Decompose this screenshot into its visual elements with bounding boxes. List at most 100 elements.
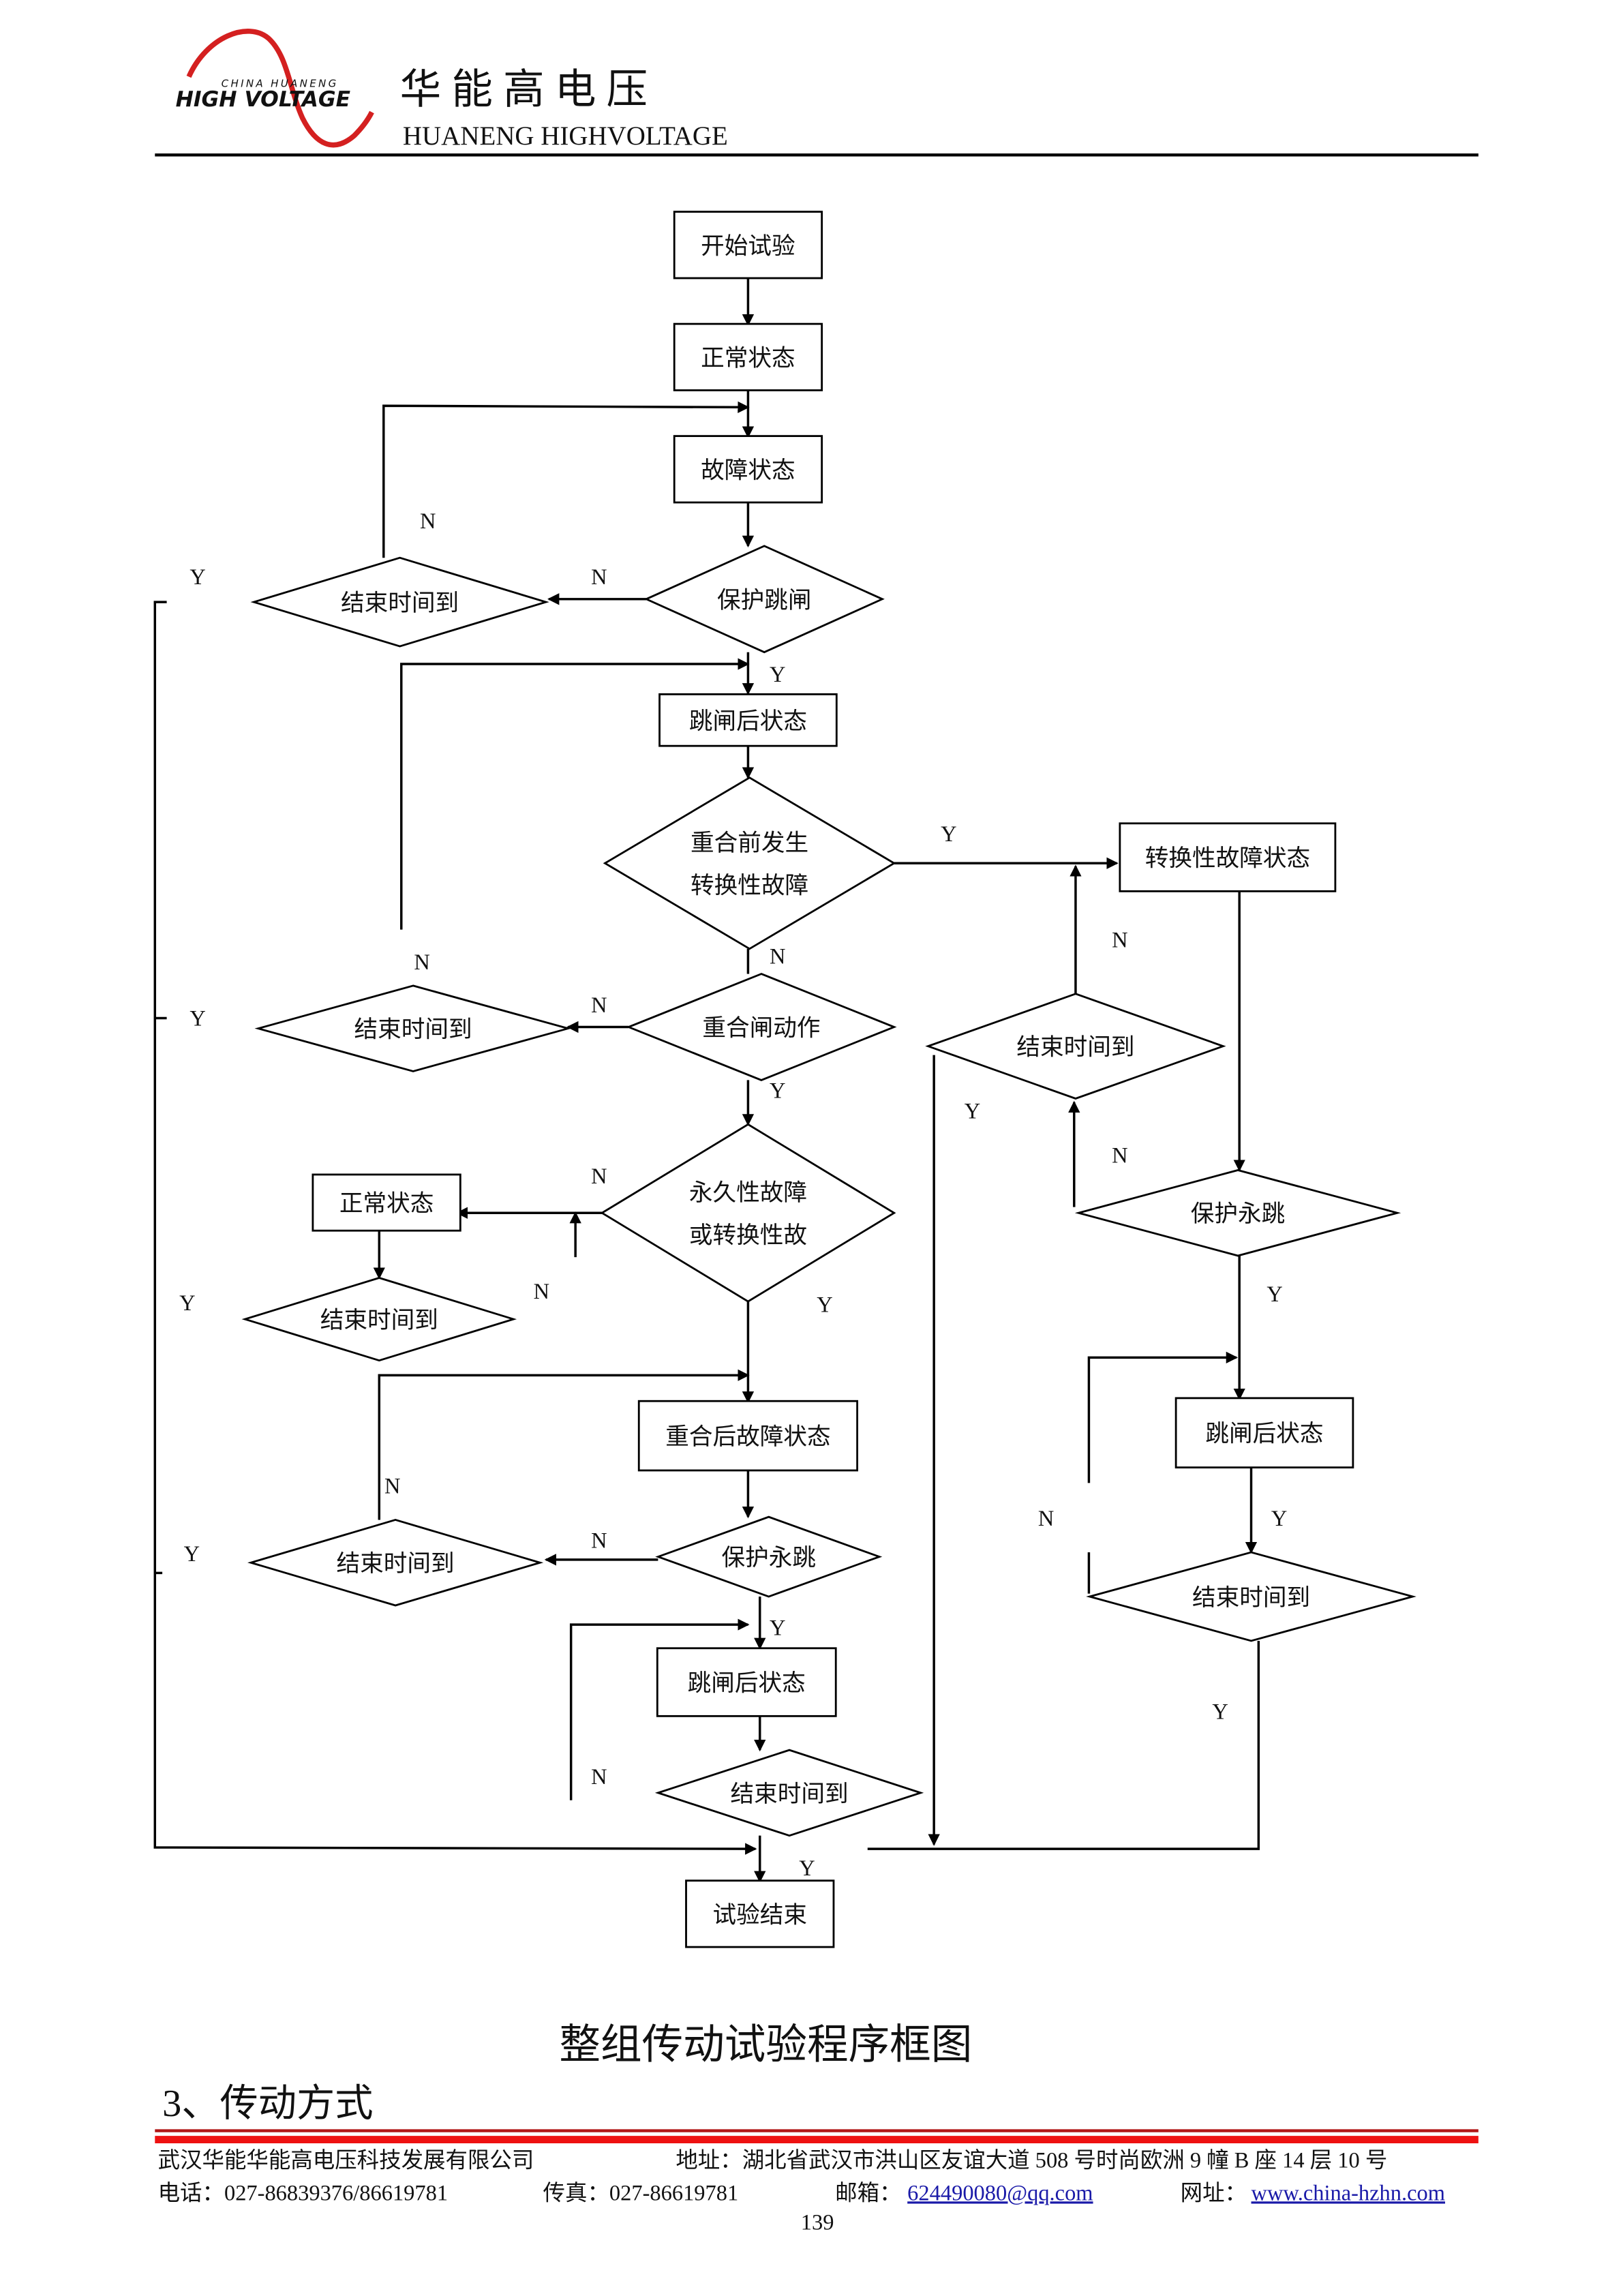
branch-label-no: N xyxy=(1112,928,1127,953)
decision-diamond: 结束时间到 xyxy=(1086,1551,1416,1642)
branch-label-yes: Y xyxy=(799,1856,815,1881)
process-box: 转换性故障状态 xyxy=(1119,822,1337,892)
decision-diamond: 结束时间到 xyxy=(247,1518,544,1607)
flow-arrow xyxy=(382,401,750,558)
branch-label-no: N xyxy=(591,565,607,590)
decision-diamond: 保护永跳 xyxy=(1074,1169,1401,1257)
footer: 3、传动方式 武汉华能华能高电压科技发展有限公司 地址：湖北省武汉市洪山区友谊大… xyxy=(155,2083,1478,2235)
node-label: 开始试验 xyxy=(701,233,795,259)
branch-label-yes: Y xyxy=(770,1616,785,1640)
header: CHINA HUANENG HIGH VOLTAGE 华 能 高 电 压 HUA… xyxy=(155,29,1478,157)
decision-diamond: 重合闸动作 xyxy=(626,973,897,1081)
diamond-outline xyxy=(254,984,572,1072)
node-label: 结束时间到 xyxy=(730,1781,848,1807)
footer-email-label: 邮箱： xyxy=(835,2180,901,2205)
box-outline xyxy=(658,693,838,747)
decision-diamond: 结束时间到 xyxy=(654,1749,924,1837)
node-label: 结束时间到 xyxy=(337,1551,455,1577)
branch-label-no: N xyxy=(591,993,607,1018)
node-label: 正常状态 xyxy=(701,346,795,372)
branch-label-no: N xyxy=(770,944,785,969)
footer-company: 武汉华能华能高电压科技发展有限公司 xyxy=(158,2148,534,2173)
box-outline xyxy=(656,1647,837,1717)
diamond-outline xyxy=(655,1515,883,1598)
flow-line xyxy=(867,1640,1260,1850)
node-label: 跳闸后状态 xyxy=(1205,1421,1323,1447)
box-outline xyxy=(673,435,823,504)
footer-web-link[interactable]: www.china-hzhn.com xyxy=(1252,2181,1445,2205)
box-outline xyxy=(1119,822,1337,892)
process-box: 正常状态 xyxy=(312,1173,461,1232)
node-label: 永久性故障 xyxy=(689,1180,807,1206)
branch-label-no: N xyxy=(591,1765,607,1789)
process-box: 跳闸后状态 xyxy=(656,1647,837,1717)
branch-label-yes: Y xyxy=(965,1100,980,1124)
flow-arrow xyxy=(153,601,757,1855)
node-label: 结束时间到 xyxy=(354,1017,472,1043)
diamond-outline xyxy=(247,1518,544,1607)
company-title-cn: 华 能 高 电 压 xyxy=(400,67,648,113)
branch-label-yes: Y xyxy=(1212,1700,1228,1725)
diamond-outline xyxy=(626,973,897,1081)
box-outline xyxy=(673,211,823,280)
node-label: 正常状态 xyxy=(339,1191,434,1217)
footer-address: 地址：湖北省武汉市洪山区友谊大道 508 号时尚欧洲 9 幢 B 座 14 层 … xyxy=(676,2148,1387,2173)
footer-email-link[interactable]: 624490080@qq.com xyxy=(907,2181,1093,2205)
branch-label-yes: Y xyxy=(184,1542,200,1567)
branch-label-yes: Y xyxy=(1266,1282,1282,1307)
process-box: 跳闸后状态 xyxy=(658,693,838,747)
decision-diamond: 保护跳闸 xyxy=(643,545,885,654)
flow-arrow xyxy=(378,1369,750,1520)
diamond-outline xyxy=(654,1749,924,1837)
process-box: 故障状态 xyxy=(673,435,823,504)
diamond-outline xyxy=(1086,1551,1416,1642)
decision-diamond: 结束时间到 xyxy=(241,1277,517,1362)
flow-arrow xyxy=(569,1618,750,1800)
flowchart-connectors xyxy=(153,279,1260,1883)
branch-label-no: N xyxy=(534,1280,549,1304)
process-box: 重合后故障状态 xyxy=(637,1400,859,1472)
footer-phone: 电话：027-86839376/86619781 xyxy=(158,2180,449,2205)
branch-label-no: N xyxy=(591,1164,607,1189)
node-label: 保护跳闸 xyxy=(717,588,812,614)
diamond-outline xyxy=(241,1277,517,1362)
section-heading-overlay: 3、传动方式 xyxy=(162,2083,373,2125)
node-label: 重合闸动作 xyxy=(702,1015,820,1041)
process-box: 试验结束 xyxy=(685,1879,835,1948)
diamond-outline xyxy=(250,556,549,648)
node-label: 重合前发生 xyxy=(691,830,808,856)
logo-big-text: HIGH VOLTAGE xyxy=(176,87,351,112)
node-label: 结束时间到 xyxy=(1016,1035,1134,1061)
decision-diamond: 结束时间到 xyxy=(250,556,549,648)
flowchart-caption: 整组传动试验程序框图 xyxy=(559,2023,972,2068)
node-label: 结束时间到 xyxy=(341,590,459,616)
logo-small-text: CHINA HUANENG xyxy=(222,78,339,90)
branch-label-no: N xyxy=(591,1529,607,1554)
process-box: 正常状态 xyxy=(673,322,823,391)
branch-label-yes: Y xyxy=(1271,1507,1287,1531)
branch-label-yes: Y xyxy=(770,663,785,687)
flowchart-nodes: 开始试验正常状态故障状态保护跳闸结束时间到跳闸后状态重合前发生转换性故障转换性故… xyxy=(241,211,1416,1948)
branch-label-no: N xyxy=(1038,1507,1054,1531)
box-outline xyxy=(637,1400,859,1472)
branch-label-no: N xyxy=(1112,1144,1127,1168)
process-box: 开始试验 xyxy=(673,211,823,280)
diamond-outline xyxy=(1074,1169,1401,1257)
diamond-outline xyxy=(925,993,1226,1100)
decision-diamond: 结束时间到 xyxy=(254,984,572,1072)
node-label: 跳闸后状态 xyxy=(688,1671,806,1697)
branch-label-yes: Y xyxy=(817,1293,832,1317)
box-outline xyxy=(673,322,823,391)
box-outline xyxy=(685,1879,835,1948)
diamond-outline xyxy=(643,545,885,654)
branch-label-yes: Y xyxy=(179,1291,195,1316)
node-label: 转换性故障状态 xyxy=(1145,846,1310,872)
process-box: 跳闸后状态 xyxy=(1174,1397,1354,1469)
footer-web-label: 网址： xyxy=(1181,2181,1247,2205)
node-label: 或转换性故 xyxy=(689,1223,807,1249)
branch-label-no: N xyxy=(384,1474,400,1498)
